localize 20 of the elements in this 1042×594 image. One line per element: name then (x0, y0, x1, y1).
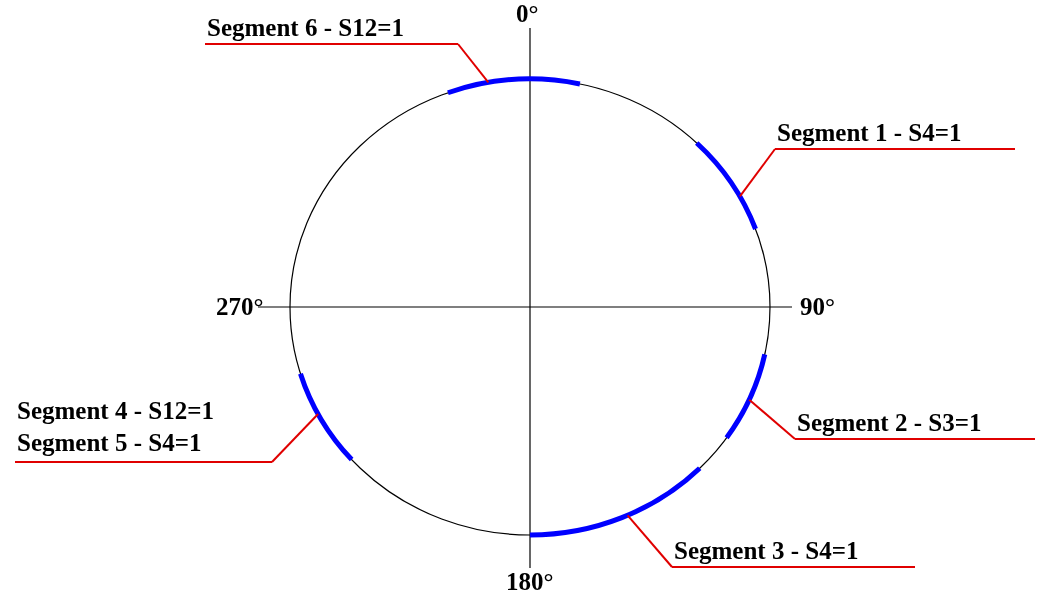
segment-arc (694, 141, 758, 231)
segment-arc (298, 372, 354, 462)
leader-line (748, 398, 796, 440)
leader-line (457, 43, 490, 84)
angle-label: 0° (516, 0, 539, 28)
angle-label: 270° (216, 293, 264, 321)
segment-arc (529, 466, 702, 538)
segment-arc (447, 76, 581, 96)
segment-label: Segment 5 - S4=1 (17, 428, 203, 458)
segment-label: Segment 1 - S4=1 (775, 115, 1015, 150)
angle-label: 90° (800, 293, 835, 321)
leader-line (271, 413, 320, 463)
segment-label: Segment 4 - S12=1 (17, 396, 215, 426)
segment-label: Segment 6 - S12=1 (205, 10, 458, 45)
leader-line (626, 514, 673, 568)
angle-label: 180° (506, 568, 554, 594)
segment-label: Segment 3 - S4=1 (672, 533, 915, 568)
leader-line (738, 148, 776, 198)
segment-arc (724, 353, 768, 440)
segment-label: Segment 2 - S3=1 (795, 405, 1035, 440)
